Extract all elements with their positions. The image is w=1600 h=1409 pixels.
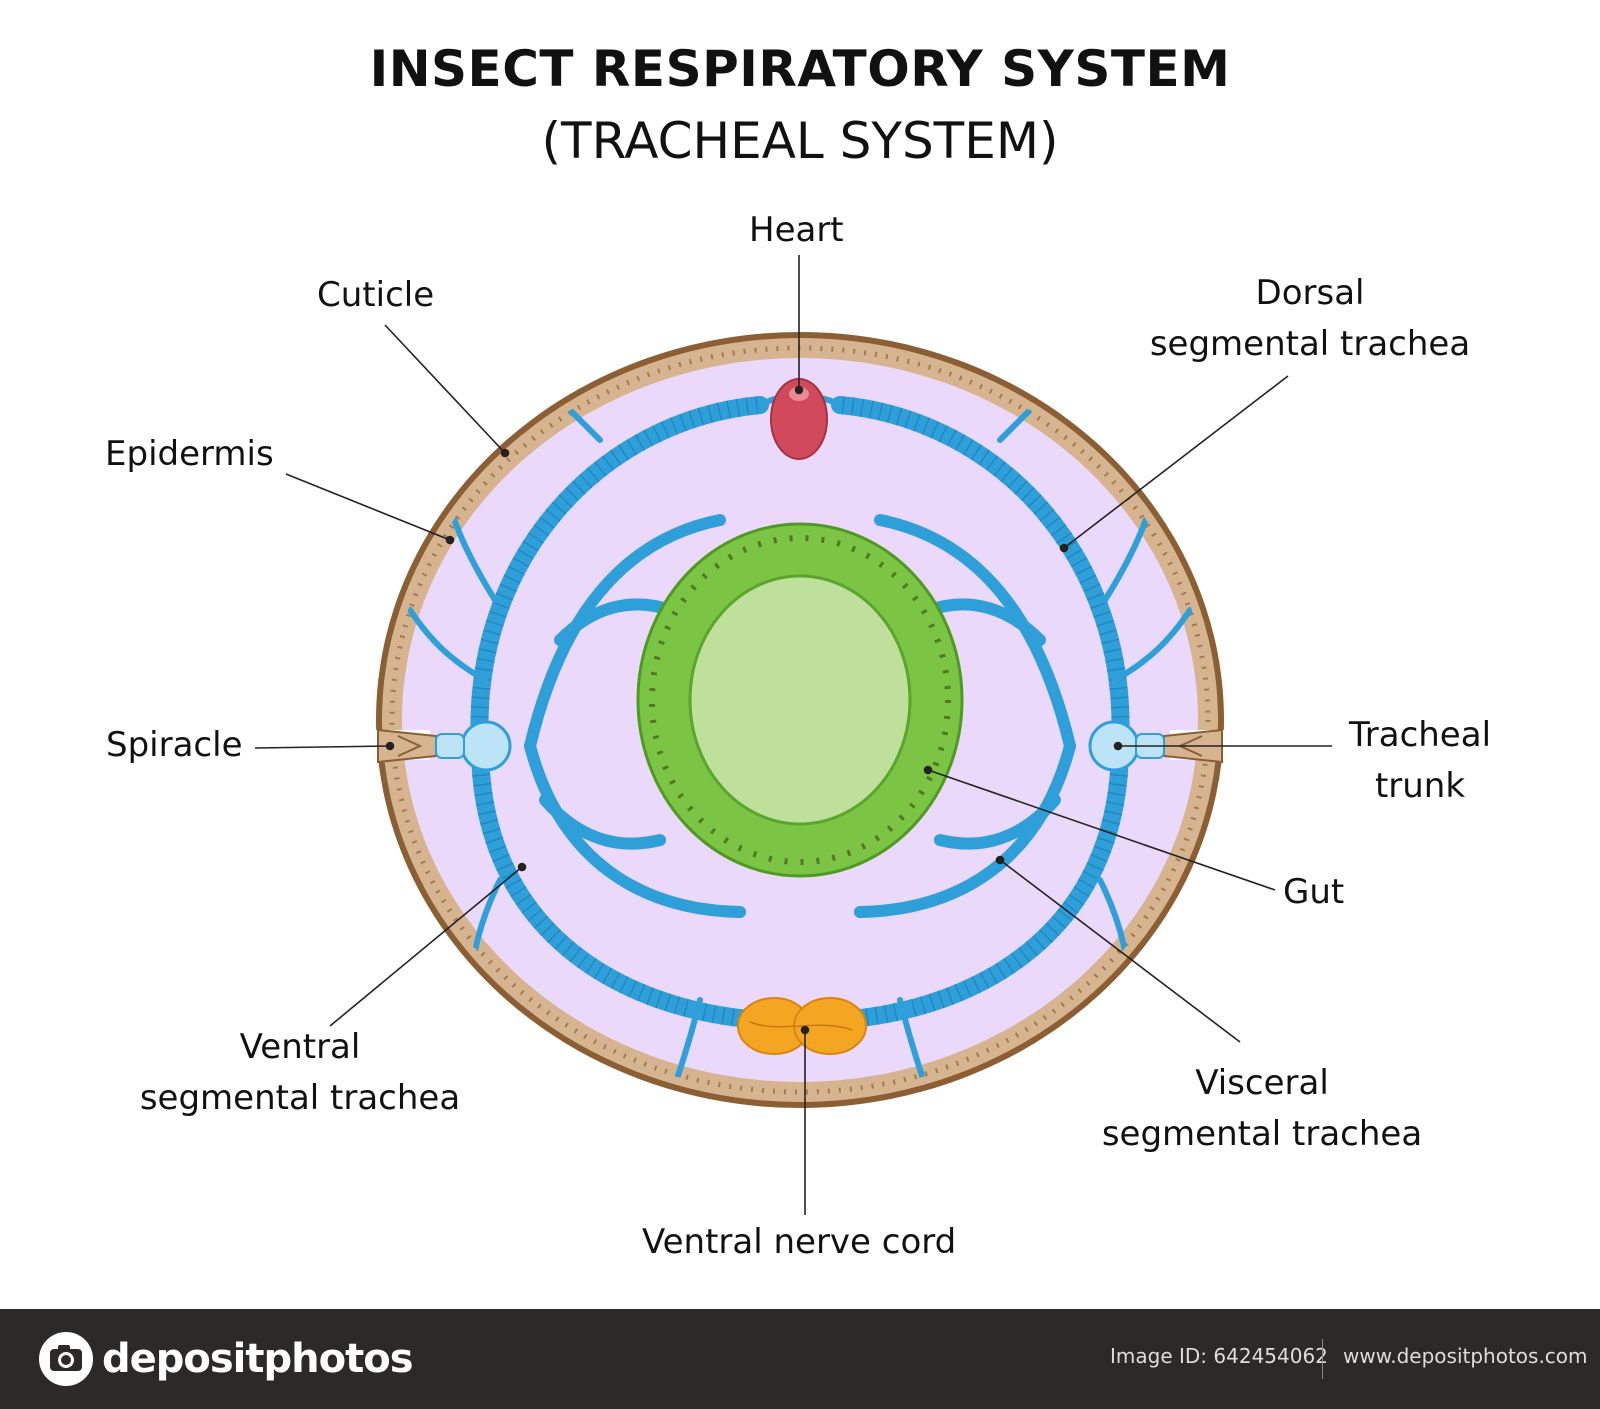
gut-illustration <box>636 522 964 878</box>
diagram-title: INSECT RESPIRATORY SYSTEM <box>369 40 1231 98</box>
label-spiracle: Spiracle <box>106 725 243 765</box>
camera-icon <box>39 1332 93 1386</box>
footer-bar: depositphotos Image ID: 642454062 www.de… <box>0 1309 1600 1409</box>
label-heart: Heart <box>749 210 844 250</box>
epidermis-cells <box>389 345 1211 1095</box>
footer-divider <box>1322 1339 1323 1379</box>
spiracle-left <box>370 728 437 764</box>
label-epidermis: Epidermis <box>105 434 274 474</box>
leader-lines <box>254 255 1332 1215</box>
label-ventral-segmental-trachea: Ventral segmental trachea <box>139 1027 461 1118</box>
label-dorsal-segmental-trachea: Dorsal segmental trachea <box>1149 273 1471 364</box>
nerve-cord-illustration <box>737 997 867 1055</box>
diagram-subtitle: (TRACHEAL SYSTEM) <box>541 112 1059 170</box>
label-cuticle: Cuticle <box>317 275 435 315</box>
label-visceral-segmental-trachea: Visceral segmental trachea <box>1101 1063 1423 1154</box>
brand-name: depositphotos <box>102 1336 414 1382</box>
diagram-stage: INSECT RESPIRATORY SYSTEM (TRACHEAL SYST… <box>105 40 1492 1262</box>
website-link[interactable]: www.depositphotos.com <box>1343 1344 1588 1368</box>
cross-section-illustration <box>254 255 1332 1215</box>
image-id: Image ID: 642454062 <box>1110 1344 1328 1368</box>
brand-logo[interactable]: depositphotos <box>38 1329 414 1389</box>
label-ventral-nerve-cord: Ventral nerve cord <box>642 1222 957 1262</box>
label-tracheal-trunk: Tracheal trunk <box>1348 715 1492 806</box>
label-gut: Gut <box>1283 872 1345 912</box>
